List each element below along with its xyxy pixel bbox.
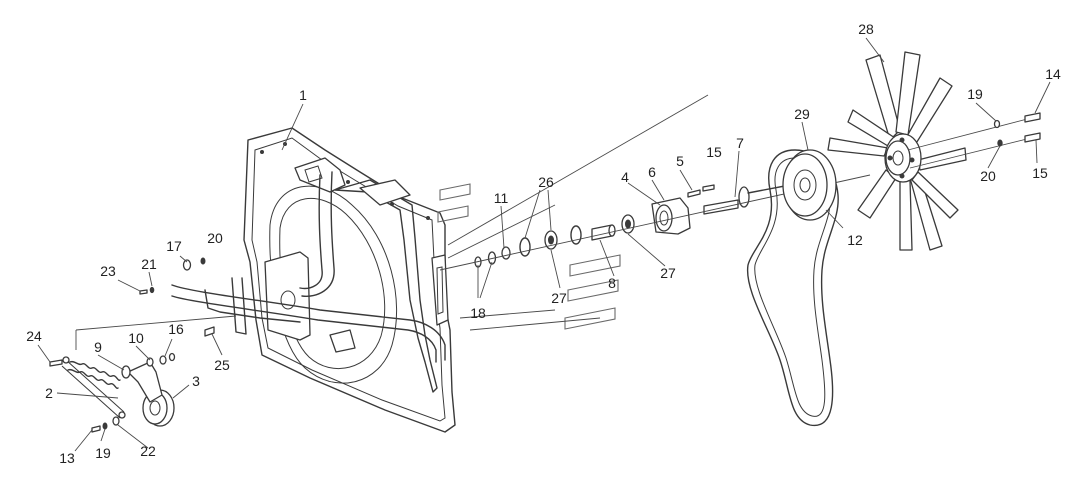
callout-19-upper: 19	[967, 86, 983, 102]
callout-27-left: 27	[551, 290, 567, 306]
callout-29: 29	[794, 106, 810, 122]
callout-9: 9	[94, 339, 102, 355]
callout-5: 5	[676, 153, 684, 169]
callout-22: 22	[140, 443, 156, 459]
callout-24: 24	[26, 328, 42, 344]
callout-2: 2	[45, 385, 53, 401]
callout-27-right: 27	[660, 265, 676, 281]
callout-17: 17	[166, 238, 182, 254]
fan-shroud	[171, 127, 456, 433]
callout-14: 14	[1045, 66, 1061, 82]
callout-25: 25	[214, 357, 230, 373]
belt-tensioner	[49, 257, 237, 433]
callout-13: 13	[59, 450, 75, 466]
callout-20-lower: 20	[980, 168, 996, 184]
callout-23: 23	[100, 263, 116, 279]
fan-assembly	[827, 51, 1041, 251]
callout-leaders	[37, 37, 1051, 452]
callout-8: 8	[608, 275, 616, 291]
callout-numbers: 1 2 3 4 5 6 7 8 9 10 11 12 13 14 15 15 1…	[26, 21, 1061, 466]
callout-21: 21	[141, 256, 157, 272]
callout-15-upper: 15	[706, 144, 722, 160]
callout-16: 16	[168, 321, 184, 337]
callout-26: 26	[538, 174, 554, 190]
callout-4: 4	[621, 169, 629, 185]
callout-10: 10	[128, 330, 144, 346]
callout-18: 18	[470, 305, 486, 321]
callout-28: 28	[858, 21, 874, 37]
callout-12: 12	[847, 232, 863, 248]
callout-11: 11	[494, 190, 509, 206]
callout-7: 7	[736, 135, 744, 151]
callout-15-lower: 15	[1032, 165, 1048, 181]
alignment-guides	[437, 94, 709, 331]
callout-20-upper: 20	[207, 230, 223, 246]
drive-belt-and-pulley	[746, 149, 839, 427]
callout-3: 3	[192, 373, 200, 389]
callout-19-lower: 19	[95, 445, 111, 461]
callout-1: 1	[299, 87, 307, 103]
callout-6: 6	[648, 164, 656, 180]
